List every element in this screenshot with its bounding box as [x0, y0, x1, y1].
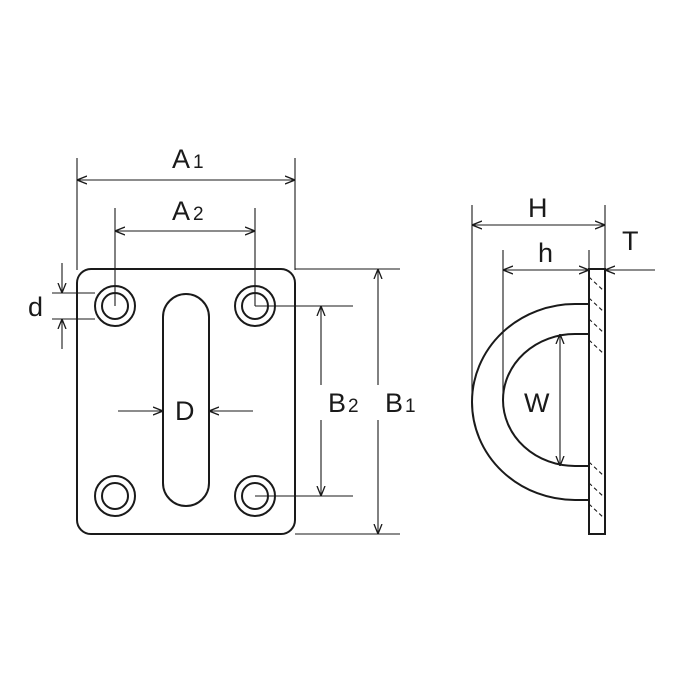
- w-label: W: [524, 388, 550, 418]
- side-dimensions: [471, 205, 655, 466]
- mounting-hole-bottom-left: [94, 475, 136, 517]
- h-label: H: [528, 193, 548, 223]
- side-plate: [588, 268, 606, 535]
- slot-d-label: D: [175, 396, 195, 426]
- center-slot: [162, 293, 210, 507]
- t-label: T: [622, 226, 639, 256]
- side-plate-hidden-lines: [588, 276, 606, 520]
- d-label: d: [28, 292, 43, 322]
- eye-loop-outer: [471, 303, 589, 501]
- base-plate-outline: [76, 268, 296, 535]
- front-dimensions: [52, 158, 400, 535]
- small-h-label: h: [538, 238, 553, 268]
